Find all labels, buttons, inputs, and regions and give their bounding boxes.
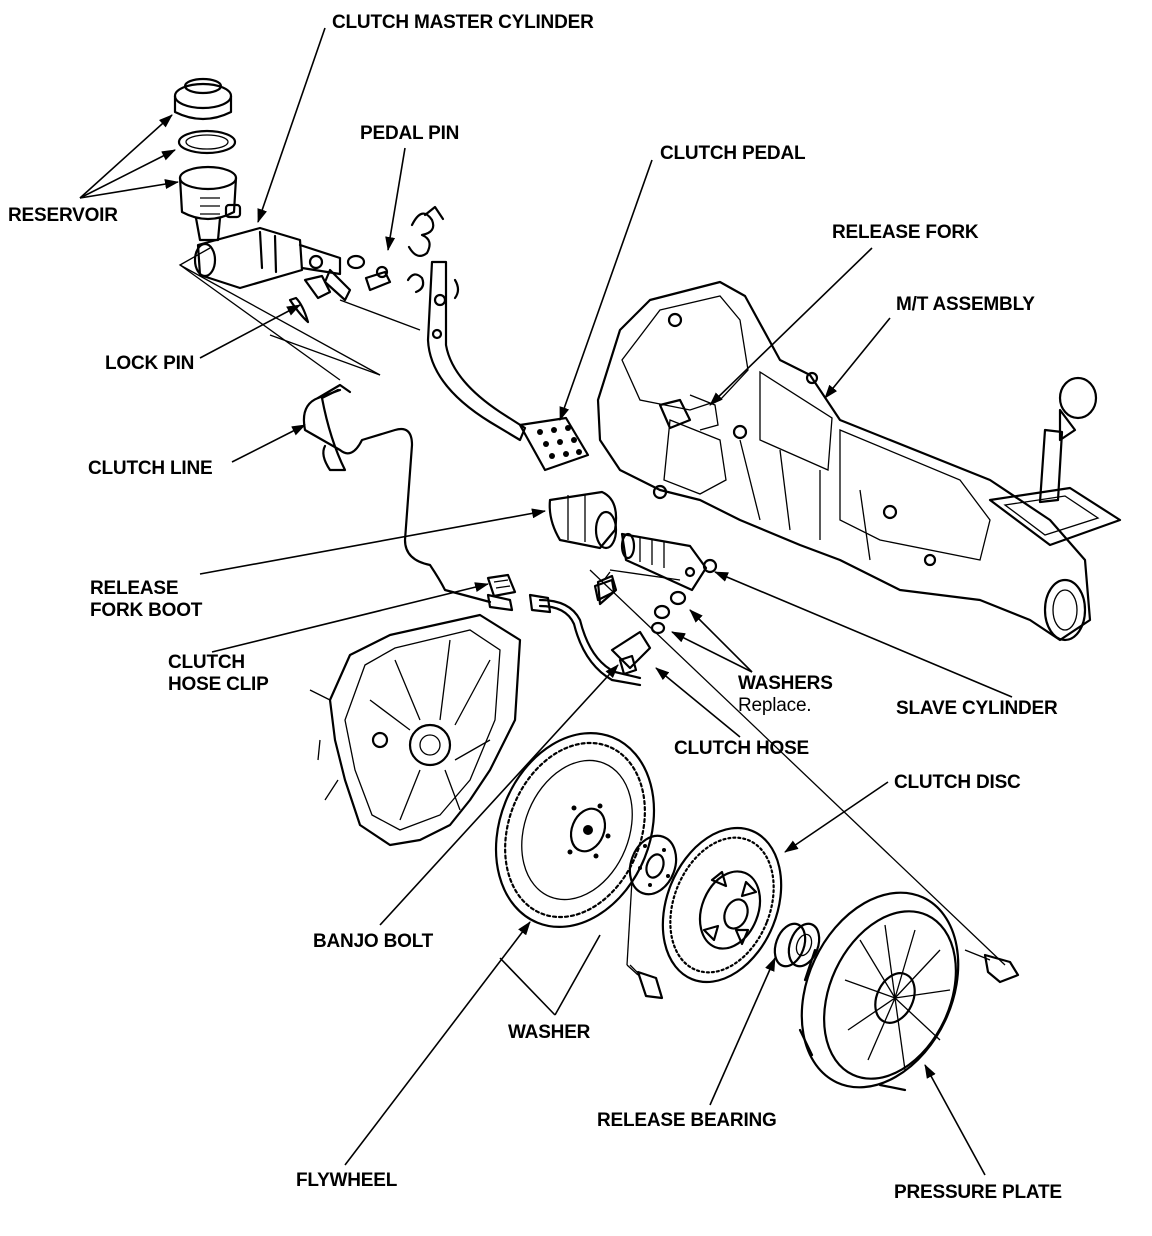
label-lock-pin: LOCK PIN [105,353,195,374]
label-clutch-master-cylinder: CLUTCH MASTER CYLINDER [332,12,594,33]
label-mt-assembly: M/T ASSEMBLY [896,294,1035,315]
leader-lines [79,27,1013,1176]
label-washer: WASHER [508,1022,591,1043]
label-clutch-hose: CLUTCH HOSE [674,738,810,759]
flywheel-washer-part [628,834,678,1000]
label-flywheel: FLYWHEEL [296,1170,398,1191]
clutch-line [302,383,514,612]
slave-cylinder-part [596,532,718,606]
pressure-plate-part [798,891,960,1092]
pressure-plate-bolt-part [964,949,1020,984]
reservoir-parts [173,77,242,242]
clutch-housing-part [309,613,522,847]
label-clutch-line: CLUTCH LINE [88,458,213,479]
label-clutch-pedal: CLUTCH PEDAL [660,143,806,164]
clutch-disc-part [661,826,783,984]
label-clutch-hose-clip-line1: CLUTCH [168,652,245,673]
label-pressure-plate: PRESSURE PLATE [894,1182,1062,1203]
pedal-pin-hardware [346,205,460,300]
flywheel-part [494,732,656,928]
mt-assembly-part [596,280,1122,642]
label-pedal-pin: PEDAL PIN [360,123,460,144]
clutch-hose-clip-part [486,573,517,598]
clutch-pedal [426,260,590,472]
master-cylinder [193,226,352,324]
clutch-hose-part [528,590,687,687]
release-bearing-part [773,922,821,968]
label-washers: WASHERS [738,673,833,694]
label-washers-note: Replace. [738,695,812,716]
label-reservoir: RESERVOIR [8,205,118,226]
slave-mount-bolt-part [593,571,616,602]
label-clutch-disc: CLUTCH DISC [894,772,1021,793]
label-clutch-hose-clip-line2: HOSE CLIP [168,674,269,695]
label-release-bearing: RELEASE BEARING [597,1110,777,1131]
label-release-fork-boot-line1: RELEASE [90,578,179,599]
label-release-fork-boot-line2: FORK BOOT [90,600,203,621]
assembly-guide-lines [178,247,1006,976]
label-slave-cylinder: SLAVE CYLINDER [896,698,1058,719]
label-banjo-bolt: BANJO BOLT [313,931,434,952]
release-fork-boot-part [548,490,618,550]
label-release-fork: RELEASE FORK [832,222,979,243]
